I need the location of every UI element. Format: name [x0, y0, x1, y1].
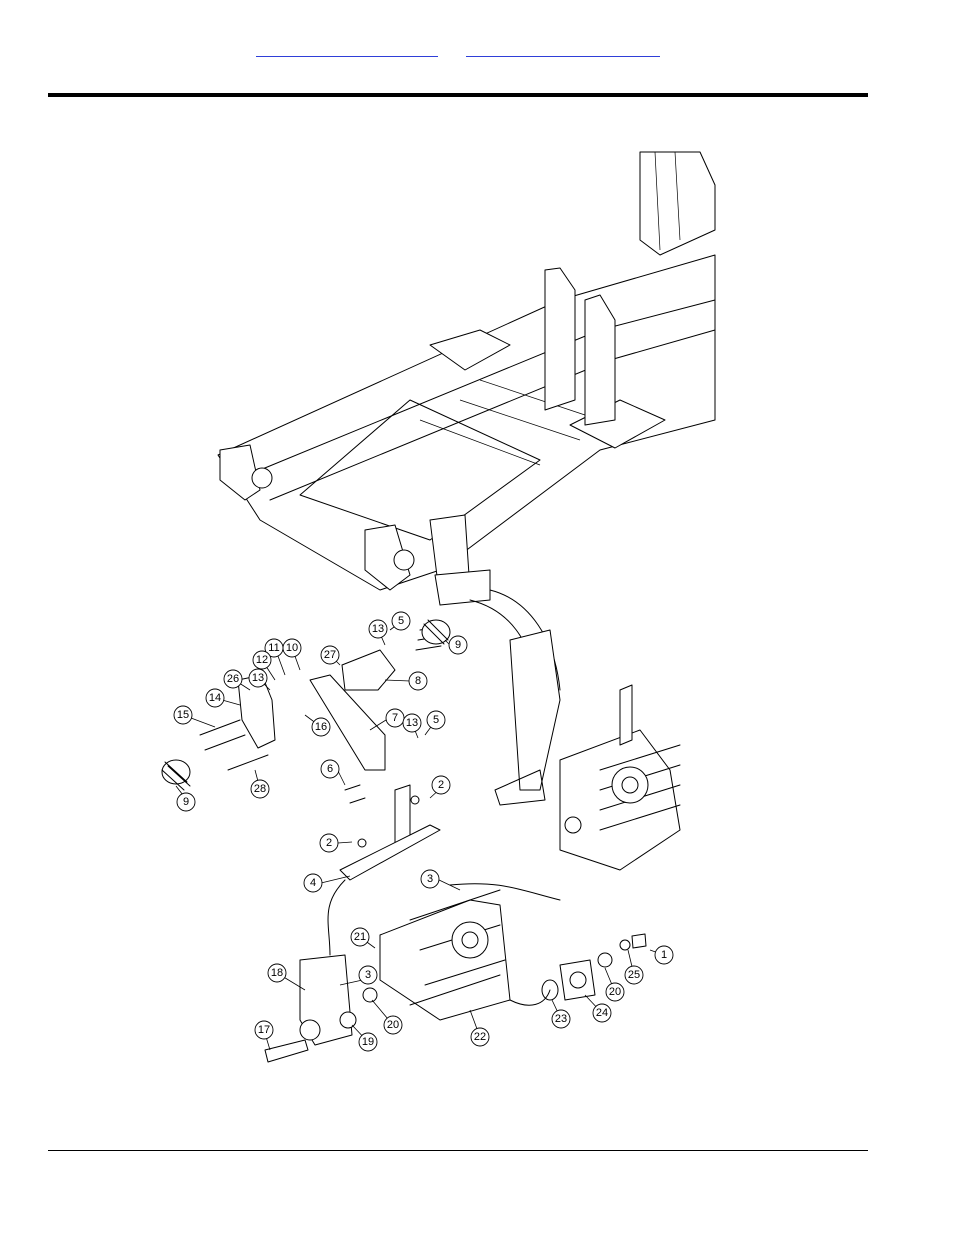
callout-20b-label: 20 [609, 986, 621, 998]
packer-wheel-parts [265, 880, 646, 1062]
callout-2b-label: 2 [326, 837, 332, 849]
callout-10: 10 [283, 639, 301, 657]
callout-13c: 13 [403, 714, 421, 732]
callout-9b-label: 9 [183, 796, 189, 808]
callout-1-label: 1 [661, 949, 667, 961]
callout-3b-label: 3 [365, 969, 371, 981]
callout-21: 21 [351, 928, 369, 946]
callout-7-label: 7 [392, 712, 398, 724]
callout-20a: 20 [384, 1016, 402, 1034]
callout-12: 12 [253, 651, 271, 669]
header-rule [48, 93, 868, 97]
callout-26: 26 [224, 670, 242, 688]
callout-20a-label: 20 [387, 1019, 399, 1031]
callout-2a-label: 2 [438, 779, 444, 791]
header-link-2[interactable] [466, 38, 660, 57]
callout-5a: 5 [392, 612, 410, 630]
callout-28: 28 [251, 780, 269, 798]
callout-15-label: 15 [177, 709, 189, 721]
callout-3a: 3 [421, 870, 439, 888]
callout-7: 7 [386, 709, 404, 727]
callout-18-label: 18 [271, 967, 283, 979]
callout-2b: 2 [320, 834, 338, 852]
callout-24-label: 24 [596, 1007, 608, 1019]
callout-13a-label: 13 [372, 623, 384, 635]
callout-18: 18 [268, 964, 286, 982]
callout-13b: 13 [249, 669, 267, 687]
callout-16-label: 16 [315, 721, 327, 733]
callout-21-label: 21 [354, 931, 366, 943]
callout-10-label: 10 [286, 642, 298, 654]
callout-4-label: 4 [310, 877, 316, 889]
callout-23-label: 23 [555, 1013, 567, 1025]
callout-5b-label: 5 [433, 714, 439, 726]
callout-12-label: 12 [256, 654, 268, 666]
callout-2a: 2 [432, 776, 450, 794]
callout-22-label: 22 [474, 1031, 486, 1043]
callout-11-label: 11 [268, 642, 279, 654]
toolbar-frame [218, 152, 715, 760]
callout-13c-label: 13 [406, 717, 418, 729]
callout-19-label: 19 [362, 1036, 374, 1048]
footer-rule [48, 1150, 868, 1151]
callout-9a: 9 [449, 636, 467, 654]
callout-4: 4 [304, 874, 322, 892]
callout-5b: 5 [427, 711, 445, 729]
header-link-1[interactable] [256, 38, 438, 57]
callout-13a: 13 [369, 620, 387, 638]
callout-19: 19 [359, 1033, 377, 1051]
callout-24: 24 [593, 1004, 611, 1022]
callout-28-label: 28 [254, 783, 266, 795]
callout-3a-label: 3 [427, 873, 433, 885]
callout-27-label: 27 [324, 649, 336, 661]
hitch-bracket-parts [162, 620, 450, 880]
callout-25: 25 [625, 966, 643, 984]
callout-14: 14 [206, 689, 224, 707]
callout-8: 8 [409, 672, 427, 690]
callout-15: 15 [174, 706, 192, 724]
callout-14-label: 14 [209, 692, 221, 704]
callout-9b: 9 [177, 793, 195, 811]
callout-3b: 3 [359, 966, 377, 984]
callout-8-label: 8 [415, 675, 421, 687]
callout-25-label: 25 [628, 969, 640, 981]
mounted-packer-assembly [495, 630, 680, 870]
callout-13b-label: 13 [252, 672, 264, 684]
callout-1: 1 [655, 946, 673, 964]
callout-6-label: 6 [327, 763, 333, 775]
callout-16: 16 [312, 718, 330, 736]
callout-26-label: 26 [227, 673, 239, 685]
parts-exploded-diagram: 1 2 2 3 3 4 5 5 6 7 8 9 9 10 11 12 13 13… [150, 140, 720, 1080]
callout-17: 17 [255, 1021, 273, 1039]
callout-22: 22 [471, 1028, 489, 1046]
callout-9a-label: 9 [455, 639, 461, 651]
callout-20b: 20 [606, 983, 624, 1001]
callout-5a-label: 5 [398, 615, 404, 627]
callout-6: 6 [321, 760, 339, 778]
callout-23: 23 [552, 1010, 570, 1028]
callout-17-label: 17 [258, 1024, 270, 1036]
callout-27: 27 [321, 646, 339, 664]
